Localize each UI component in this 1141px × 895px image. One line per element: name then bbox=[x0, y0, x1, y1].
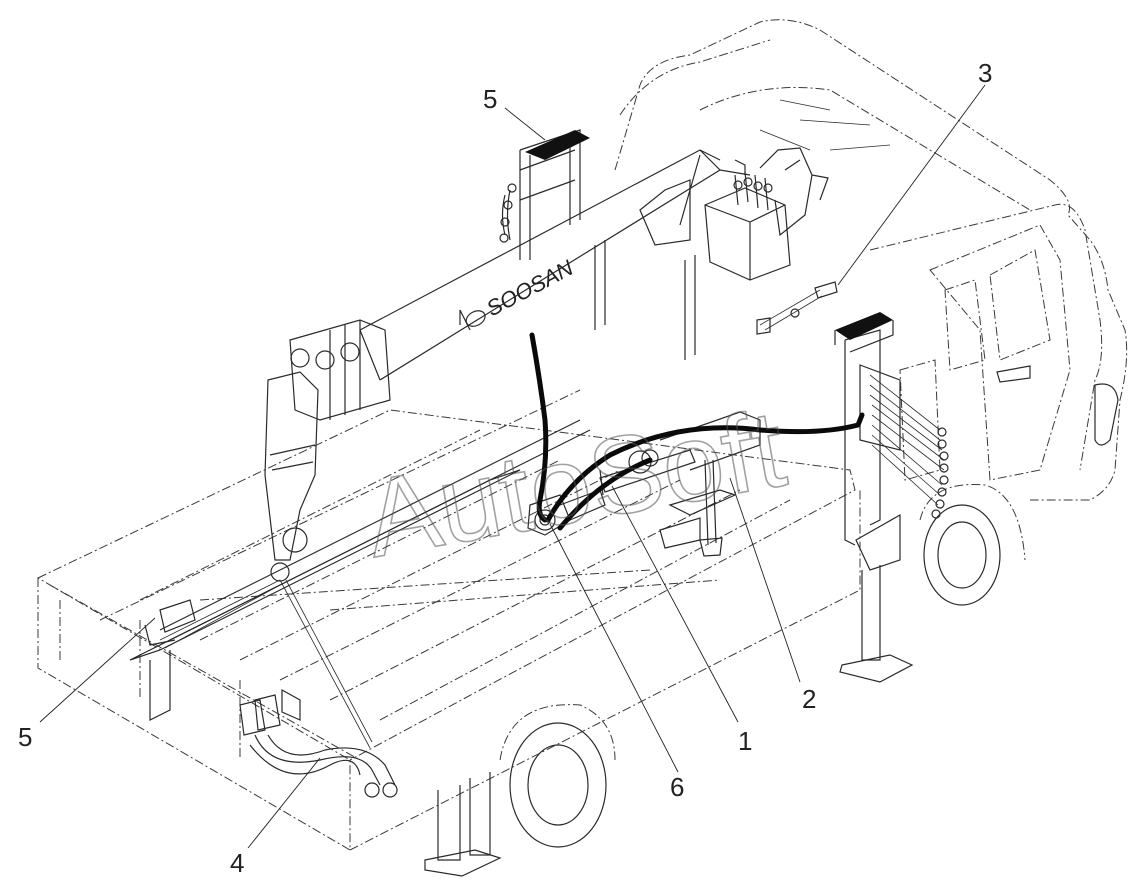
hydraulic-pump bbox=[527, 489, 606, 536]
flatbed bbox=[37, 389, 861, 851]
callout-4: 4 bbox=[230, 848, 244, 878]
outriggers bbox=[424, 240, 914, 877]
control-station bbox=[704, 147, 838, 335]
callout-5-top: 5 bbox=[483, 84, 497, 114]
operator-stand-right bbox=[834, 312, 894, 353]
callout-5-left: 5 bbox=[18, 722, 32, 752]
brand-label: SOOSAN bbox=[482, 255, 577, 321]
rear-hose-couplings bbox=[239, 688, 398, 798]
callout-1: 1 bbox=[738, 726, 752, 756]
callout-3: 3 bbox=[978, 58, 992, 88]
leader-lines bbox=[39, 84, 986, 849]
callout-2: 2 bbox=[802, 684, 816, 714]
callouts: 5 3 2 1 6 5 4 bbox=[18, 58, 992, 878]
watermark: AutoSoft bbox=[356, 386, 795, 582]
operator-stand-left bbox=[499, 129, 590, 260]
hydraulic-hoses bbox=[529, 332, 865, 531]
oil-tank-valve bbox=[659, 459, 737, 557]
truck-cab bbox=[614, 19, 1128, 606]
callout-6: 6 bbox=[670, 772, 684, 802]
watermark-text: AutoSoft bbox=[357, 387, 794, 581]
